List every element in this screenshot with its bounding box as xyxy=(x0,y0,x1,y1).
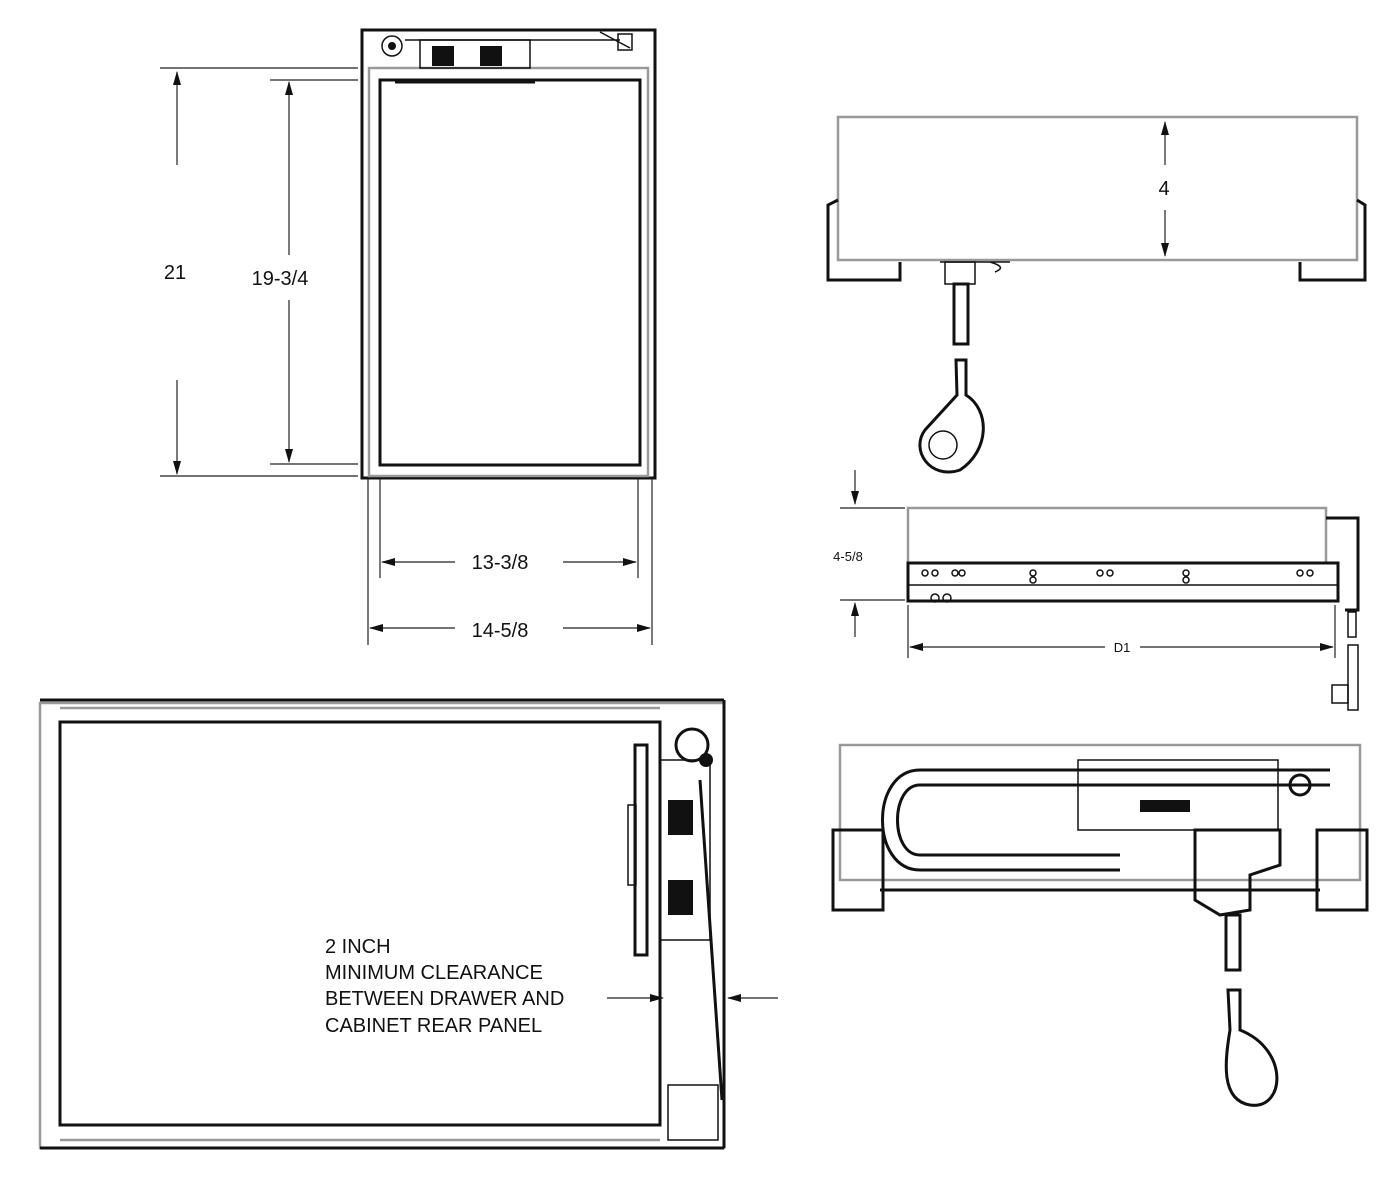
clearance-note-line-2: MINIMUM CLEARANCE xyxy=(325,962,543,984)
dim-label-4: 4 xyxy=(1158,178,1169,200)
cabinet-outline xyxy=(360,28,657,480)
dim-overall-width: 14-5/8 xyxy=(367,478,653,645)
side-view-rail: 4-5/8 D1 xyxy=(833,470,1360,711)
drawer-front-panel xyxy=(378,78,642,467)
front-mechanism xyxy=(381,31,633,84)
clearance-note-line-1: 2 INCH xyxy=(325,936,391,958)
dim-label-21: 21 xyxy=(164,262,186,284)
dim-label-13-3-8: 13-3/8 xyxy=(472,552,529,574)
dim-label-4-5-8: 4-5/8 xyxy=(833,549,863,564)
dim-label-d1: D1 xyxy=(1114,640,1131,655)
dim-inner-height: 19-3/4 xyxy=(252,79,358,465)
dim-overall-height: 21 xyxy=(160,67,358,477)
top-view: 2 INCH MINIMUM CLEARANCE BETWEEN DRAWER … xyxy=(38,698,778,1150)
dim-inner-width: 13-3/8 xyxy=(379,478,639,578)
clearance-note-line-4: CABINET REAR PANEL xyxy=(325,1015,542,1037)
clearance-note-line-3: BETWEEN DRAWER AND xyxy=(325,988,564,1010)
side-view-front: 4 xyxy=(826,115,1367,474)
dim-label-19-3-4: 19-3/4 xyxy=(252,268,309,290)
front-view: 21 19-3/4 13-3/8 14-5/8 xyxy=(160,28,657,645)
dim-label-14-5-8: 14-5/8 xyxy=(472,620,529,642)
rear-view xyxy=(831,743,1369,1107)
